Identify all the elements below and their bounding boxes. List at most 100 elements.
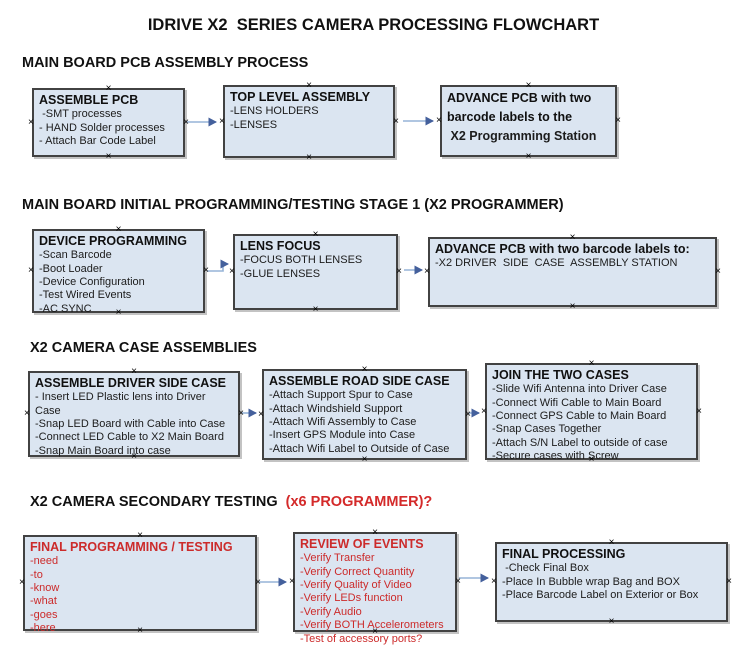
section-heading-text: MAIN BOARD PCB ASSEMBLY PROCESS xyxy=(22,55,309,71)
section-heading-initial-programming: MAIN BOARD INITIAL PROGRAMMING/TESTING S… xyxy=(22,197,564,213)
box-item: - HAND Solder processes xyxy=(39,121,165,134)
connection-anchor-icon: × xyxy=(465,408,471,420)
connection-anchor-icon: × xyxy=(28,116,34,128)
box-advance-pcb-driver-side-station: ×××× ADVANCE PCB with two barcode labels… xyxy=(424,233,721,312)
box-item: -Verify LEDs function xyxy=(300,592,403,605)
connection-anchor-icon: × xyxy=(491,576,497,587)
connection-anchor-icon: × xyxy=(131,366,137,377)
box-item: -Attach S/N Label to outside of case xyxy=(492,436,668,449)
box-item: -need xyxy=(30,555,59,568)
connection-anchor-icon: × xyxy=(615,115,621,126)
box-lens-focus: ×××× LENS FOCUS -FOCUS BOTH LENSES -GLUE… xyxy=(229,230,402,315)
box-item: - Attach Bar Code Label xyxy=(39,135,156,148)
connection-anchor-icon: × xyxy=(115,307,122,318)
connection-anchor-icon: × xyxy=(396,266,402,277)
box-title: FINAL PROCESSING xyxy=(502,547,626,561)
box-item: -know xyxy=(30,582,60,595)
connection-anchor-icon: × xyxy=(455,576,461,587)
box-item: -Boot Loader xyxy=(39,262,103,275)
box-top-level-assembly: ×××× TOP LEVEL ASSEMBLY -LENS HOLDERS -L… xyxy=(219,81,399,163)
connection-anchor-icon: × xyxy=(115,224,122,235)
box-item: -Verify Transfer xyxy=(300,552,375,565)
box-item: -Connect Wifi Cable to Main Board xyxy=(492,396,662,409)
connection-anchor-icon: × xyxy=(203,265,209,276)
connection-anchor-icon: × xyxy=(481,405,487,417)
box-item: - Insert LED Plastic lens into Driver Ca… xyxy=(35,391,209,417)
box-final-programming-testing: ×××× FINAL PROGRAMMING / TESTING -need -… xyxy=(19,531,261,636)
box-assemble-road-side-case: ×××× ASSEMBLE ROAD SIDE CASE -Attach Sup… xyxy=(258,365,471,465)
section-heading-text: X2 CAMERA SECONDARY TESTING xyxy=(30,494,282,510)
connection-anchor-icon: × xyxy=(569,301,576,312)
box-item: -Test Wired Events xyxy=(39,289,132,302)
connection-anchor-icon: × xyxy=(24,408,30,419)
box-item: -AC SYNC xyxy=(39,302,92,315)
section-heading-secondary-testing: X2 CAMERA SECONDARY TESTING (x6 PROGRAMM… xyxy=(30,494,432,510)
box-item: -Verify Quality of Video xyxy=(300,579,412,592)
box-item: -Snap Cases Together xyxy=(492,423,602,436)
box-final-processing: ×××× FINAL PROCESSING -Check Final Box -… xyxy=(491,538,732,627)
connection-anchor-icon: × xyxy=(696,405,702,417)
connection-anchor-icon: × xyxy=(608,537,615,548)
section-heading-text: X2 CAMERA CASE ASSEMBLIES xyxy=(30,340,257,356)
box-advance-pcb-programming-station: ×××× ADVANCE PCB with two barcode labels… xyxy=(436,81,621,162)
box-item: -Connect LED Cable to X2 Main Board xyxy=(35,431,224,444)
connection-anchor-icon: × xyxy=(372,626,378,637)
connection-anchor-icon: × xyxy=(393,115,399,127)
box-join-the-two-cases: ×××× JOIN THE TWO CASES -Slide Wifi Ante… xyxy=(481,359,702,465)
box-item: -Attach Windshield Support xyxy=(269,402,403,415)
box-item: -Verify BOTH Accelerometers xyxy=(300,619,444,632)
box-title: FINAL PROGRAMMING / TESTING xyxy=(30,540,233,554)
section-heading-pcb-assembly: MAIN BOARD PCB ASSEMBLY PROCESS xyxy=(22,55,308,71)
connection-anchor-icon: × xyxy=(19,577,25,588)
box-item: -Test of accessory ports? xyxy=(300,632,423,645)
section-heading-case-assemblies: X2 CAMERA CASE ASSEMBLIES xyxy=(30,340,257,356)
connection-anchor-icon: × xyxy=(588,358,595,369)
section-heading-red-suffix: (x6 PROGRAMMER)? xyxy=(281,494,433,510)
box-item: -to xyxy=(30,568,43,581)
connection-anchor-icon: × xyxy=(715,266,721,277)
box-item: -Place Barcode Label on Exterior or Box xyxy=(502,589,699,602)
box-item: -Snap Main Board into case xyxy=(35,444,171,457)
box-item: -FOCUS BOTH LENSES xyxy=(240,254,363,267)
box-title: ADVANCE PCB with two barcode labels to: xyxy=(435,242,690,256)
connection-anchor-icon: × xyxy=(289,576,295,587)
box-title: ASSEMBLE DRIVER SIDE CASE xyxy=(35,376,227,390)
box-item: -Attach Support Spur to Case xyxy=(269,389,413,402)
box-item: -Attach Wifi Label to Outside of Case xyxy=(269,442,450,455)
connection-anchor-icon: × xyxy=(137,625,143,636)
box-item: X2 Programming Station xyxy=(447,128,597,143)
box-item: -LENSES xyxy=(230,118,278,131)
connection-anchor-icon: × xyxy=(361,454,368,465)
connection-anchor-icon: × xyxy=(372,527,378,538)
box-item: -Snap LED Board with Cable into Case xyxy=(35,418,226,431)
connection-anchor-icon: × xyxy=(608,616,615,627)
box-item: -Slide Wifi Antenna into Driver Case xyxy=(492,383,667,396)
box-title: TOP LEVEL ASSEMBLY xyxy=(230,90,371,104)
box-title: LENS FOCUS xyxy=(240,239,321,253)
box-item: -LENS HOLDERS xyxy=(230,105,319,118)
box-item: -Device Configuration xyxy=(39,276,145,289)
connection-anchor-icon: × xyxy=(312,229,319,240)
page-title: IDRIVE X2 SERIES CAMERA PROCESSING FLOWC… xyxy=(147,16,600,34)
box-item: -what xyxy=(30,595,57,608)
connection-anchor-icon: × xyxy=(361,364,368,375)
connection-anchor-icon: × xyxy=(436,115,442,126)
box-item: -Insert GPS Module into Case xyxy=(269,429,416,442)
box-item: -Place In Bubble wrap Bag and BOX xyxy=(502,575,680,588)
box-item: -Connect GPS Cable to Main Board xyxy=(492,410,667,423)
box-assemble-driver-side-case: ×××× ASSEMBLE DRIVER SIDE CASE - Insert … xyxy=(24,367,244,462)
box-item: -Scan Barcode xyxy=(39,249,112,262)
connection-anchor-icon: × xyxy=(312,304,319,315)
box-title: ASSEMBLE ROAD SIDE CASE xyxy=(269,374,450,388)
box-assemble-pcb: ×××× ASSEMBLE PCB -SMT processes - HAND … xyxy=(28,84,189,162)
box-title: ASSEMBLE PCB xyxy=(39,93,139,107)
box-item: -here xyxy=(30,622,56,635)
box-item: -Secure cases with Screw xyxy=(492,450,619,463)
box-title: JOIN THE TWO CASES xyxy=(492,368,629,382)
connection-anchor-icon: × xyxy=(255,577,261,588)
box-review-of-events: × × × × REVIEW OF EVENTS -Verify Transfer -… xyxy=(289,528,461,645)
box-title: DEVICE PROGRAMMING xyxy=(39,234,187,248)
flow-arrow-elbow xyxy=(207,259,229,272)
box-title: REVIEW OF EVENTS xyxy=(300,537,424,551)
connection-anchor-icon: × xyxy=(105,83,112,94)
